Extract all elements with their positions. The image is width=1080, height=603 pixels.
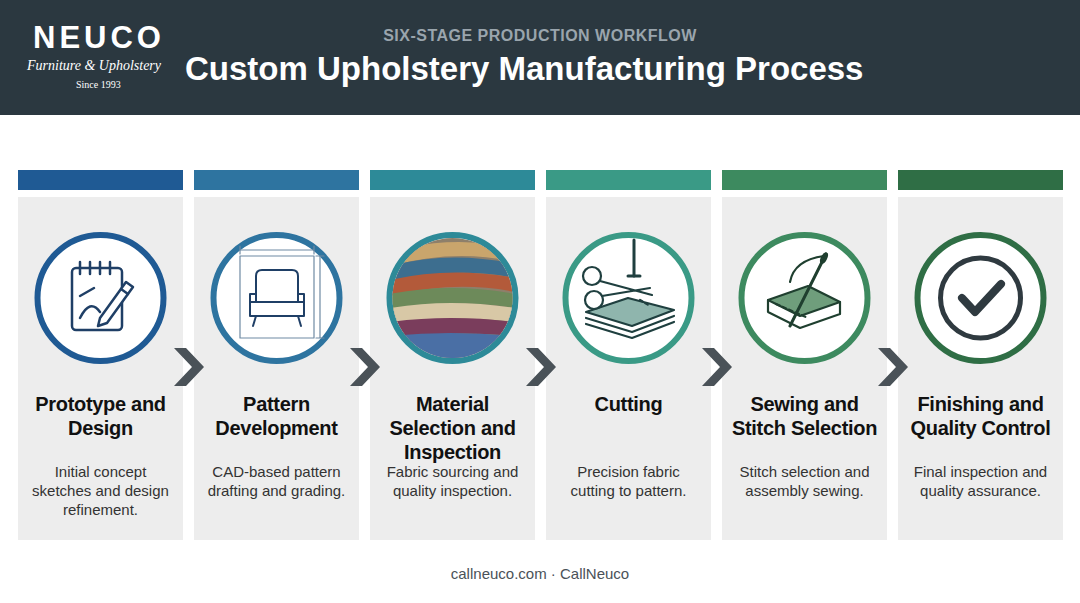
card-heading: Material Selection and Inspection: [376, 392, 529, 464]
scissors-icon: [583, 240, 674, 338]
icon-ring: [390, 235, 516, 361]
card-heading: Prototype and Design: [24, 392, 177, 440]
check-icon: [941, 258, 1021, 338]
icon-ring: [742, 235, 868, 361]
card-color-bar: [898, 170, 1063, 190]
subtitle: SIX-STAGE PRODUCTION WORKFLOW: [300, 27, 780, 45]
notepad-icon: [72, 262, 133, 330]
icon-ring: [214, 235, 340, 361]
brand-since: Since 1993: [76, 79, 121, 90]
card-description: Initial concept sketches and design refi…: [28, 462, 173, 519]
card-heading: Sewing and Stitch Selection: [728, 392, 881, 440]
card-heading: Pattern Development: [200, 392, 353, 440]
process-card: Sewing and Stitch SelectionStitch select…: [722, 170, 887, 540]
process-card: Prototype and DesignInitial concept sket…: [18, 170, 183, 540]
process-card: CuttingPrecision fabric cutting to patte…: [546, 170, 711, 540]
footer-text: callneuco.com · CallNeuco: [0, 565, 1080, 582]
icon-ring: [566, 235, 692, 361]
card-color-bar: [194, 170, 359, 190]
icon-ring: [918, 235, 1044, 361]
process-card: Material Selection and InspectionFabric …: [370, 170, 535, 540]
chevron-arrow: [174, 348, 204, 386]
card-description: CAD-based pattern drafting and grading.: [204, 462, 349, 500]
card-heading: Cutting: [552, 392, 705, 416]
card-description: Precision fabric cutting to pattern.: [556, 462, 701, 500]
brand-name: NEUCO: [33, 20, 165, 56]
chevron-arrow: [878, 348, 908, 386]
card-description: Fabric sourcing and quality inspection.: [380, 462, 525, 500]
process-card: Finishing and Quality ControlFinal inspe…: [898, 170, 1063, 540]
chevron-arrow: [526, 348, 556, 386]
process-card: Pattern DevelopmentCAD-based pattern dra…: [194, 170, 359, 540]
chevron-arrow: [702, 348, 732, 386]
card-heading: Finishing and Quality Control: [904, 392, 1057, 440]
chevron-arrow: [350, 348, 380, 386]
card-color-bar: [370, 170, 535, 190]
card-description: Stitch selection and assembly sewing.: [732, 462, 877, 500]
card-color-bar: [18, 170, 183, 190]
title: Custom Upholstery Manufacturing Process: [185, 50, 1055, 88]
needle-icon: [768, 253, 840, 328]
card-color-bar: [546, 170, 711, 190]
fabric-icon: [390, 238, 515, 366]
blueprint-icon: [240, 246, 324, 338]
header-band: NEUCO Furniture & Upholstery Since 1993 …: [0, 0, 1080, 115]
brand-tagline: Furniture & Upholstery: [27, 58, 161, 74]
card-color-bar: [722, 170, 887, 190]
icon-ring: [38, 235, 164, 361]
card-description: Final inspection and quality assurance.: [908, 462, 1053, 500]
